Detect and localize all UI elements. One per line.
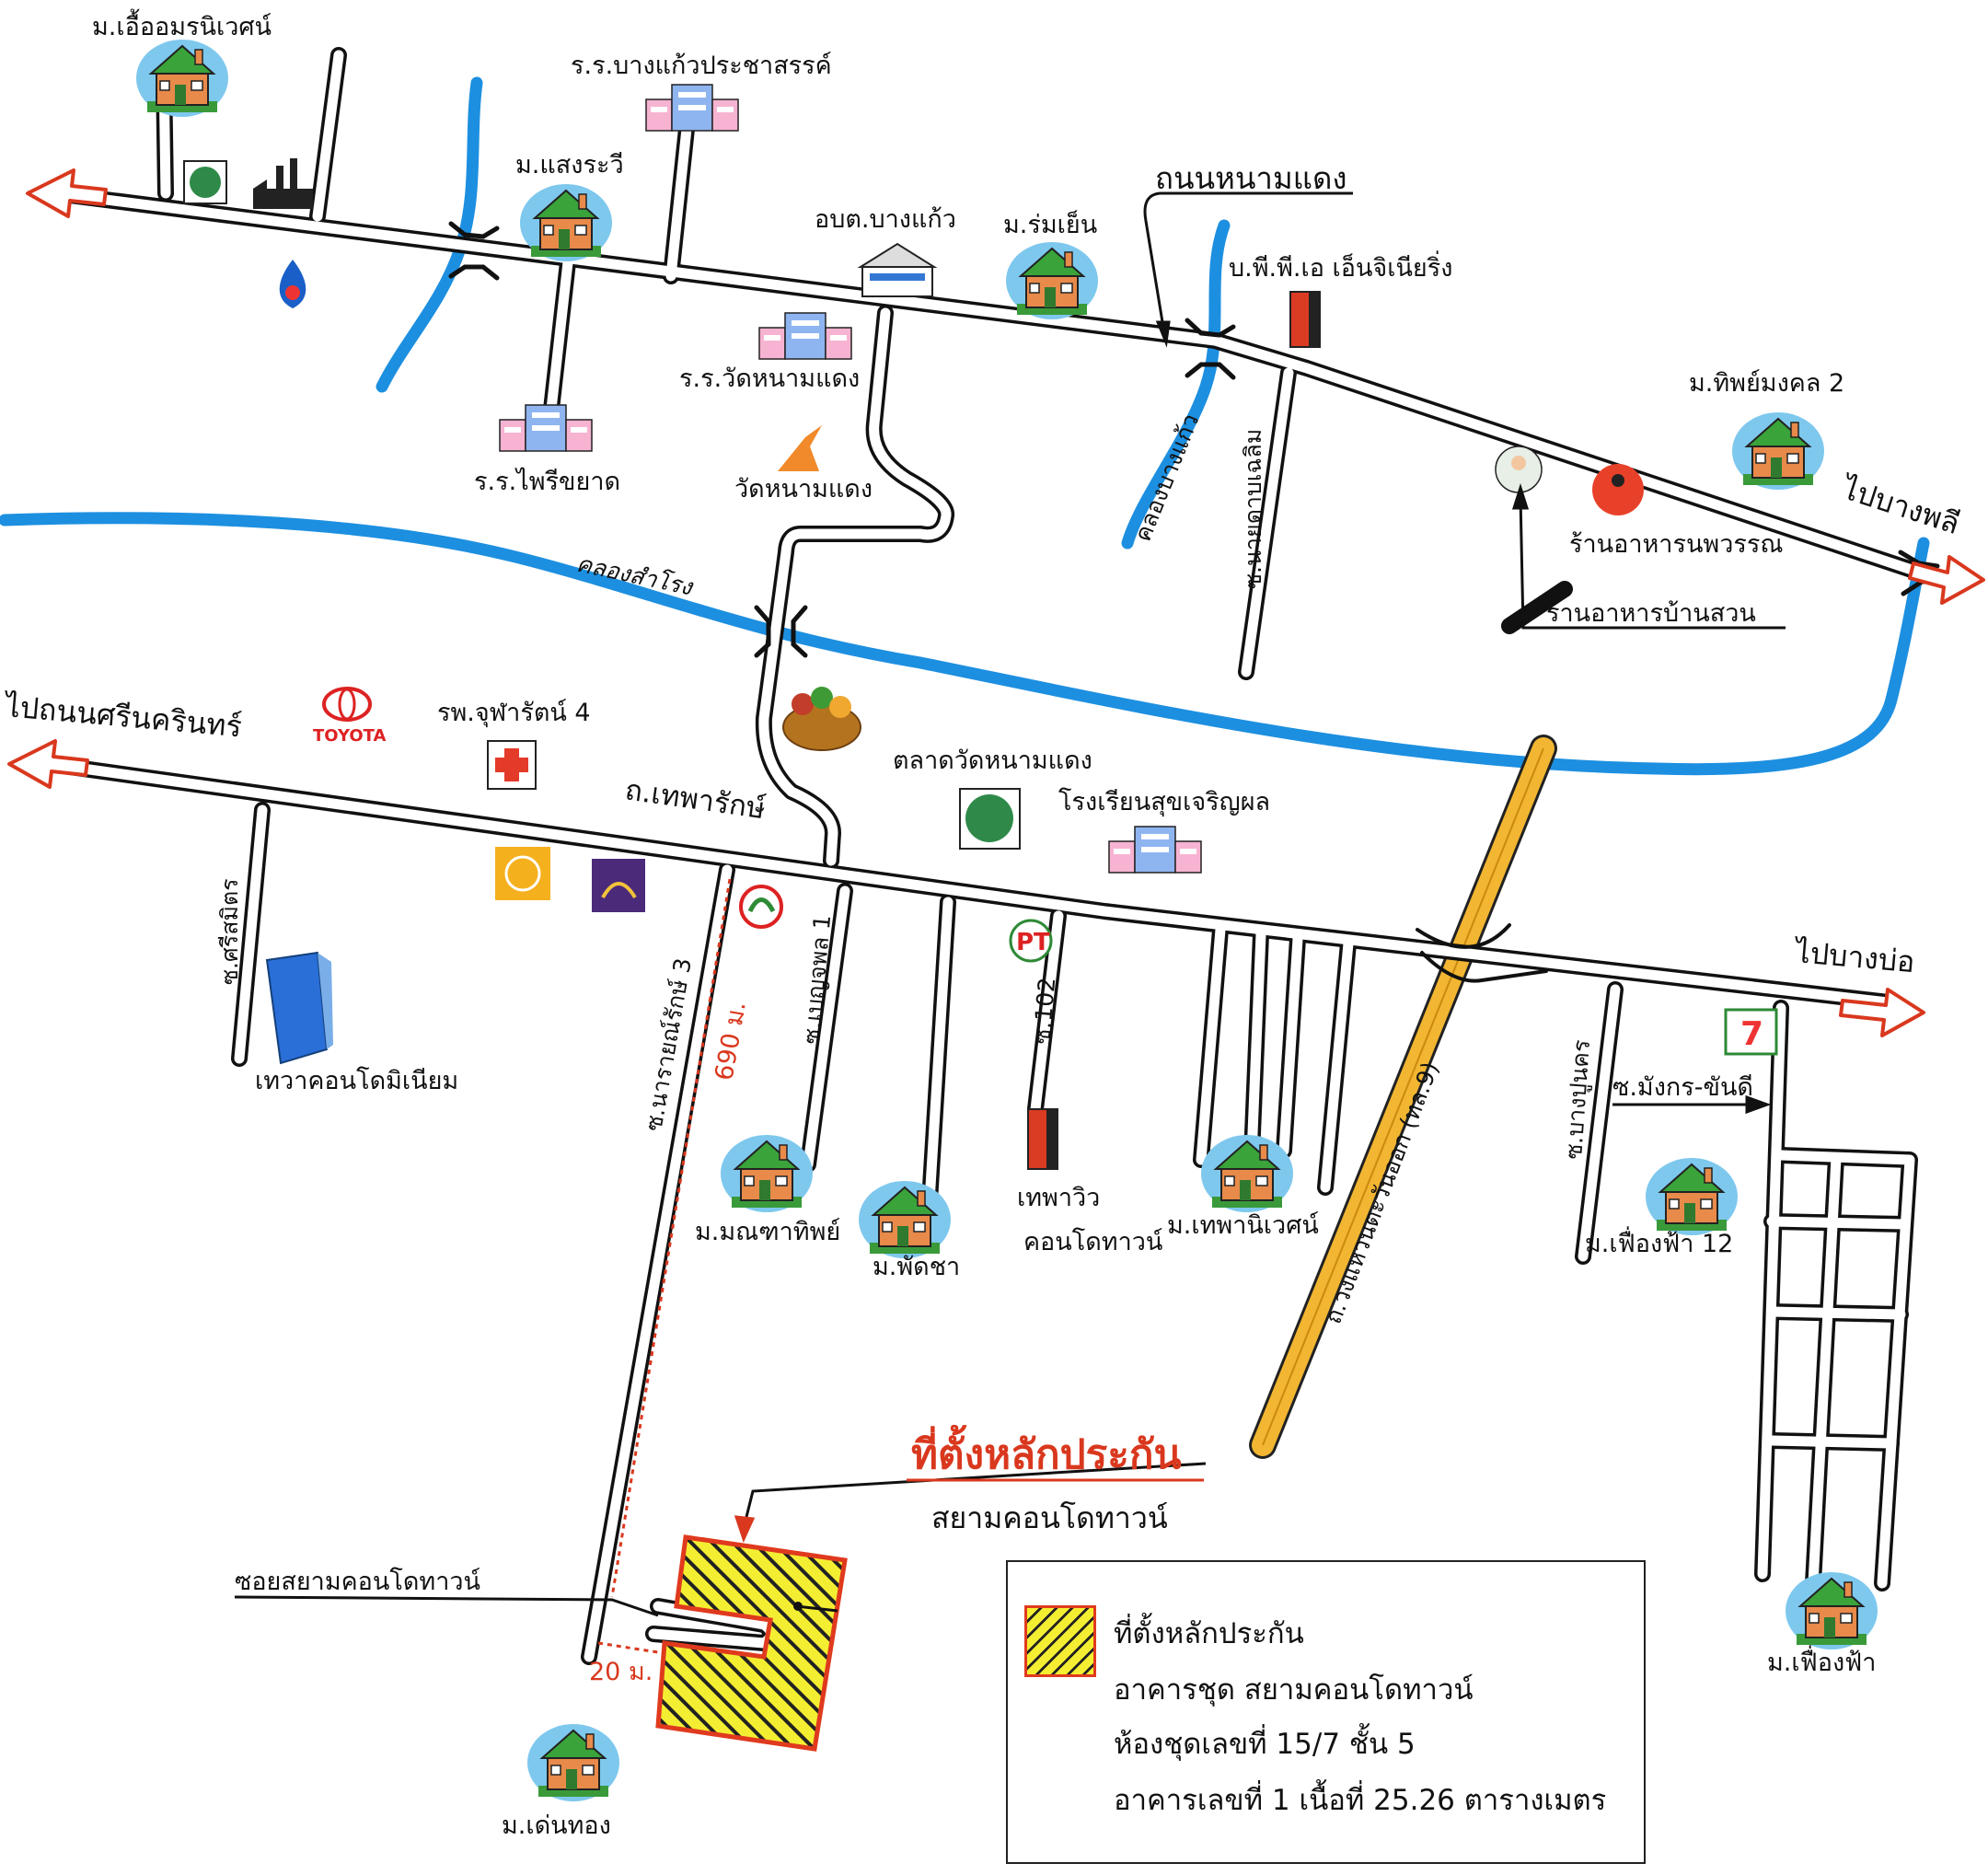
label-soi-naiyadam: ซ.นายดาบเฉลิม xyxy=(1240,429,1266,589)
legend-line-4: อาคารเลขที่ 1 เนื้อที่ 25.26 ตารางเมตร xyxy=(1114,1784,1607,1817)
house-icon xyxy=(858,1180,952,1259)
label-to-srinakarin: ไปถนนศรีนครินทร์ xyxy=(1,689,243,745)
label-fueangfa: ม.เฟื่องฟ้า xyxy=(1767,1645,1876,1677)
temple-icon xyxy=(778,425,822,471)
collateral-subtitle: สยามคอนโดทาวน์ xyxy=(931,1500,1168,1535)
svg-text:7: 7 xyxy=(1740,1015,1763,1053)
legend-swatch xyxy=(1024,1605,1096,1677)
label-noppawan: ร้านอาหารนพวรรณ xyxy=(1569,530,1783,559)
label-bansuan: ร้านอาหารบ้านสวน xyxy=(1546,599,1756,628)
label-theva-condo: เทวาคอนโดมิเนียม xyxy=(255,1067,458,1095)
condo-building-icon xyxy=(1027,1108,1058,1170)
label-to-bangphli: ไปบางพลี xyxy=(1836,470,1964,542)
collateral-site xyxy=(655,1534,848,1752)
house-icon xyxy=(135,39,229,118)
label-market: ตลาดวัดหนามแดง xyxy=(893,747,1092,775)
svg-text:PT: PT xyxy=(1016,929,1050,956)
label-khlong-bangkaew: คลองบางแก้ว xyxy=(1129,410,1205,545)
label-ppa-engineering: บ.พี.พี.เอ เอ็นจิเนียริ่ง xyxy=(1229,250,1452,283)
label-sukcharoen: โรงเรียนสุขเจริญผล xyxy=(1058,788,1270,817)
waiter-icon xyxy=(1592,464,1644,515)
house-icon xyxy=(1645,1157,1739,1236)
expressway xyxy=(1249,735,1557,1459)
label-denthong: ม.เด่นทอง xyxy=(502,1811,611,1840)
school-icon xyxy=(499,404,593,452)
label-romyen: ม.ร่มเย็น xyxy=(1003,208,1097,239)
house-icon xyxy=(1785,1571,1878,1650)
pointer-arrows xyxy=(234,191,1786,1617)
landmark-icons: PT 7 xyxy=(183,158,1778,1170)
legend-line-2: อาคารชุด สยามคอนโดทาวน์ xyxy=(1114,1673,1474,1707)
bank-icon xyxy=(592,859,645,912)
bank-icon xyxy=(495,847,550,900)
collateral-title: ที่ตั้งหลักประกัน xyxy=(911,1424,1182,1478)
label-dist-690: 690 ม. xyxy=(710,1000,752,1083)
label-fueangfa-12: ม.เฟื่องฟ้า 12 xyxy=(1585,1226,1733,1258)
factory-icon xyxy=(253,158,313,209)
label-thipmongkol: ม.ทิพย์มงคล 2 xyxy=(1689,368,1844,398)
legend-line-1: ที่ตั้งหลักประกัน xyxy=(1114,1617,1304,1650)
hospital-icon xyxy=(487,740,537,790)
label-to-bangbo: ไปบางบ่อ xyxy=(1791,934,1916,979)
school-icon xyxy=(645,84,739,132)
house-icons xyxy=(135,39,1878,1802)
label-orbortor: อบต.บางแก้ว xyxy=(815,205,956,234)
office-icon xyxy=(857,242,938,297)
label-dist-20: 20 ม. xyxy=(589,1658,653,1686)
school-icon xyxy=(758,312,852,360)
label-manthathip: ม.มณฑาทิพย์ xyxy=(695,1217,840,1246)
label-wat: วัดหนามแดง xyxy=(734,475,873,503)
label-phairee: ร.ร.ไพรีขยาด xyxy=(474,468,620,496)
ptt-station-icon xyxy=(279,260,306,308)
market-basket-icon xyxy=(782,687,861,751)
label-road-nammadaeng: ถนนหนามแดง xyxy=(1155,160,1347,196)
map-labels: ม.เอื้ออมรนิเวศน์ ร.ร.บางแก้วประชาสรรค์ … xyxy=(1,8,1964,1840)
house-icon xyxy=(526,1723,620,1802)
label-saengrawee: ม.แสงระวี xyxy=(515,151,624,179)
chef-icon xyxy=(1495,446,1543,493)
label-wat-school: ร.ร.วัดหนามแดง xyxy=(679,365,860,393)
distance-markers xyxy=(597,878,732,1654)
house-icon xyxy=(1005,241,1099,320)
label-thepharak: ถ.เทพารักษ์ xyxy=(623,773,768,826)
label-soi-srisamit: ซ.ศรีสมิตร xyxy=(216,878,243,985)
label-phatcha: ม.พัดชา xyxy=(873,1253,960,1281)
label-soi-102: ซ.102 xyxy=(1028,977,1060,1046)
direction-arrows xyxy=(7,168,1985,1037)
house-icon xyxy=(1731,411,1825,491)
kasikorn-icon xyxy=(739,885,783,929)
label-soi-mangkorn: ซ.มังกร-ขันดี xyxy=(1612,1073,1753,1102)
label-thephaniwet: ม.เทพานิเวศน์ xyxy=(1167,1210,1319,1240)
label-hospital: รพ.จุฬารัตน์ 4 xyxy=(437,698,591,728)
label-toyota: TOYOTA xyxy=(313,726,387,746)
label-thepha-view-1: เทพาวิว xyxy=(1017,1184,1100,1212)
label-uea-amorn: ม.เอื้ออมรนิเวศน์ xyxy=(92,8,272,41)
house-icon xyxy=(720,1134,814,1213)
pt-station-icon: PT xyxy=(1009,919,1053,963)
condo-building-icon xyxy=(265,951,333,1065)
legend: ที่ตั้งหลักประกัน อาคารชุด สยามคอนโดทาวน… xyxy=(1006,1560,1646,1864)
khlong-samrong-river xyxy=(0,512,1930,776)
label-bangkaew-pracha: ร.ร.บางแก้วประชาสรรค์ xyxy=(571,51,832,80)
school-icon xyxy=(1108,826,1202,874)
seven-eleven-icon: 7 xyxy=(1724,1008,1778,1056)
bank-icon xyxy=(183,160,227,204)
label-thepha-view-2: คอนโดทาวน์ xyxy=(1023,1227,1163,1256)
house-icon xyxy=(519,183,613,262)
company-building-icon xyxy=(1289,291,1321,348)
bank-icon xyxy=(959,788,1021,850)
toyota-icon xyxy=(322,687,372,722)
label-soi-siam: ซอยสยามคอนโดทาวน์ xyxy=(235,1567,480,1596)
legend-line-3: ห้องชุดเลขที่ 15/7 ชั้น 5 xyxy=(1114,1728,1416,1761)
house-icon xyxy=(1200,1134,1294,1213)
canal-bangkaew xyxy=(1121,219,1231,550)
roads xyxy=(29,47,1950,1665)
